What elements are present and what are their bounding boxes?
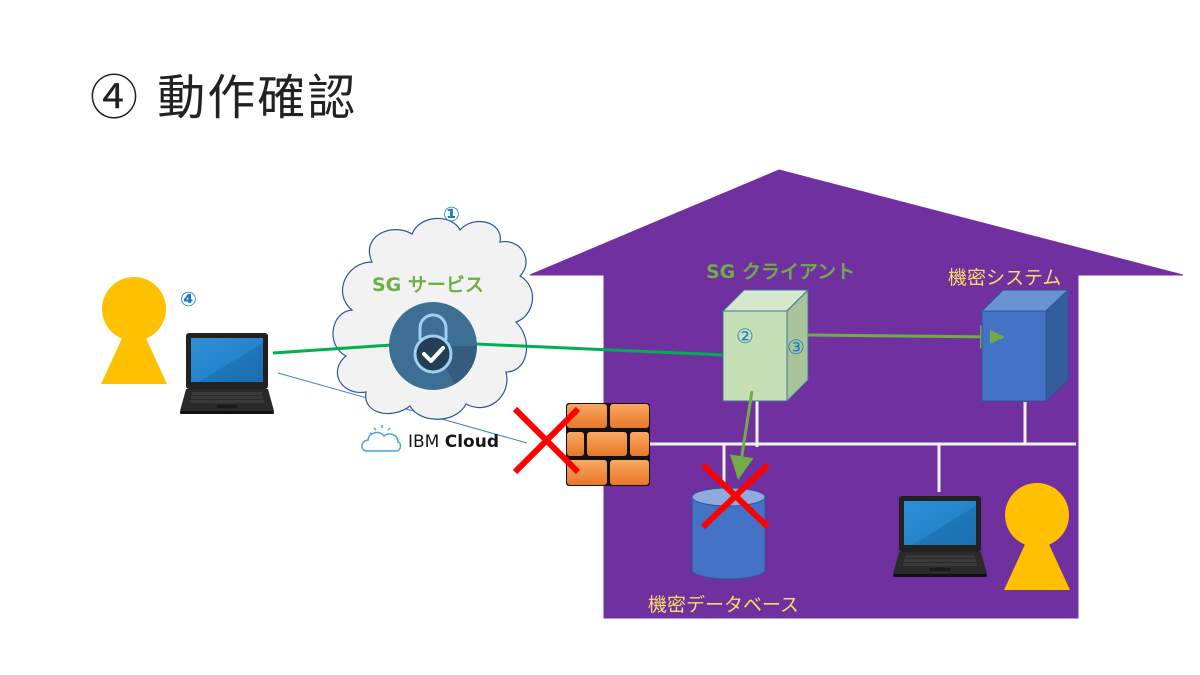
firewall-icon: [566, 403, 650, 486]
secure-connection-laptop-service: [272, 343, 393, 355]
ibm-cloud-icon: [361, 425, 402, 452]
internal-network: [650, 400, 1076, 492]
step-4-badge: ④: [180, 287, 197, 311]
confidential-database-label: 機密データベース: [648, 594, 800, 616]
remote-user-icon: [101, 277, 167, 384]
confidential-system-server: [980, 288, 1070, 403]
sg-client-label: SG クライアント: [706, 261, 856, 283]
secure-connection-service-client: [475, 342, 725, 357]
step-3-badge: ③: [787, 335, 805, 359]
lock-check-icon: [389, 302, 477, 390]
arrowhead: [990, 330, 1005, 344]
confidential-system-label: 機密システム: [948, 267, 1062, 289]
allowed-arrow-system: [807, 324, 1004, 349]
internal-user-icon: [1004, 483, 1070, 590]
remote-laptop-icon: [179, 332, 275, 415]
blocked-x-database: [700, 462, 771, 530]
blocked-x-firewall: [512, 406, 581, 475]
ibm-cloud-label: IBM Cloud: [408, 432, 499, 452]
step-2-badge: ②: [736, 324, 754, 348]
internal-laptop-icon: [892, 495, 988, 578]
sg-client-server: [721, 288, 810, 403]
sg-service-label: SG サービス: [372, 274, 484, 296]
ibm-cloud-prefix: IBM: [408, 432, 440, 452]
step-1-badge: ①: [443, 202, 460, 226]
slide-title: ④ 動作確認: [90, 70, 358, 126]
ibm-cloud-suffix: Cloud: [444, 432, 500, 452]
office-building: [529, 169, 1184, 619]
blocked-arrow-database: [729, 390, 754, 480]
